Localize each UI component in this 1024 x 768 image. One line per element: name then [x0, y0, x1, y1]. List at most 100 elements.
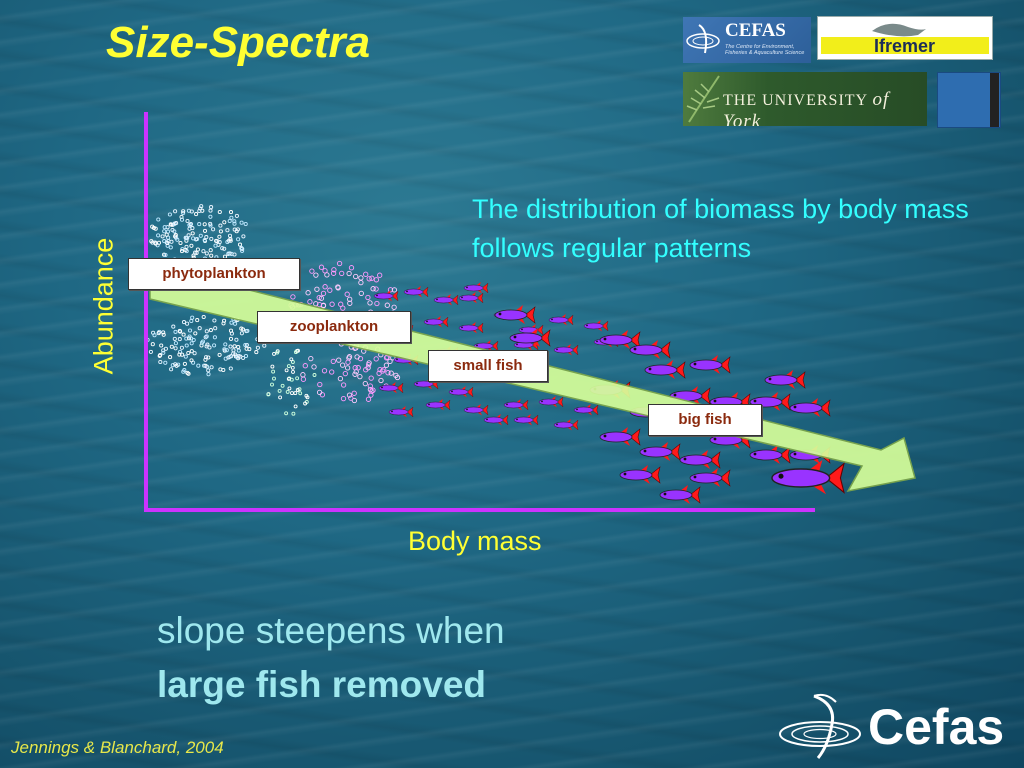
york-logo-name: THE UNIVERSITY of York	[723, 89, 927, 126]
phytoplankton-dot	[168, 222, 173, 227]
phytoplankton-dot	[217, 234, 222, 239]
phytoplankton-dot	[228, 238, 233, 243]
phytoplankton-dot	[172, 229, 177, 234]
phytoplankton-dot	[197, 326, 202, 331]
phytoplankton-dot	[225, 228, 230, 233]
phytoplankton-dot	[212, 335, 217, 340]
phytoplankton-dot	[150, 224, 155, 229]
phytoplankton-dot	[189, 243, 194, 248]
zooplankton-dot	[300, 372, 306, 378]
citation: Jennings & Blanchard, 2004	[11, 738, 224, 757]
big-fish-label: big fish	[648, 404, 762, 436]
big-fish	[639, 442, 681, 461]
phytoplankton-label: phytoplankton	[128, 258, 300, 290]
phytoplankton-dot	[191, 236, 196, 241]
phytoplankton-dot	[211, 227, 216, 232]
phytoplankton-dot	[295, 388, 300, 392]
phytoplankton-dot	[204, 355, 209, 360]
phytoplankton-dot	[196, 363, 201, 368]
phytoplankton-dot	[209, 205, 214, 210]
zooplankton-dot	[378, 377, 384, 384]
small-fish	[553, 419, 579, 431]
description-text: The distribution of biomass by body mass…	[472, 194, 969, 263]
zooplankton-dot	[387, 287, 394, 293]
small-fish	[448, 386, 474, 398]
phytoplankton-dot	[284, 368, 289, 373]
phytoplankton-dot	[226, 355, 231, 360]
zooplankton-dot	[377, 272, 383, 278]
phytoplankton-dot	[188, 221, 193, 227]
big-fish	[644, 360, 686, 379]
phytoplankton-dot	[181, 209, 186, 214]
zooplankton-dot	[347, 296, 353, 302]
phytoplankton-dot	[303, 401, 308, 406]
zooplankton-dot	[355, 365, 361, 371]
ifremer-yellow-bar	[821, 37, 989, 54]
zooplankton-dot	[358, 275, 364, 281]
phytoplankton-dot	[202, 363, 207, 368]
phytoplankton-dot	[228, 344, 233, 349]
phytoplankton-dot	[202, 238, 207, 243]
phytoplankton-dot	[168, 245, 173, 250]
phytoplankton-dot	[179, 345, 184, 350]
phytoplankton-dot	[208, 214, 213, 219]
small-fish	[583, 320, 609, 332]
zooplankton-dot	[381, 366, 387, 373]
phytoplankton-dot	[237, 242, 243, 247]
big-fish	[599, 330, 641, 349]
phytoplankton-dot	[243, 342, 248, 348]
zooplankton-dot	[339, 270, 345, 277]
zooplankton-dot	[369, 275, 375, 281]
phytoplankton-dot	[228, 366, 233, 371]
small-fish	[463, 404, 489, 416]
small-fish	[548, 314, 574, 326]
phytoplankton-dot	[156, 217, 161, 222]
phytoplankton-dot	[208, 223, 213, 228]
phytoplankton-dot	[239, 220, 244, 225]
zooplankton-dot	[319, 392, 326, 398]
zooplankton-dot	[358, 279, 364, 286]
zooplankton-dots	[288, 260, 401, 404]
zooplankton-dot	[391, 287, 398, 293]
phytoplankton-dot	[189, 349, 194, 354]
phytoplankton-dot	[254, 350, 259, 355]
phytoplankton-dot	[244, 342, 249, 348]
phytoplankton-dot	[207, 345, 212, 350]
zooplankton-dot	[309, 268, 315, 274]
small-fish	[473, 340, 499, 352]
zooplankton-dot	[363, 367, 369, 373]
phytoplankton-dot	[182, 361, 187, 366]
phytoplankton-dot	[221, 321, 226, 326]
phytoplankton-dot	[193, 331, 198, 336]
phytoplankton-dot	[221, 367, 226, 373]
big-fish	[509, 328, 551, 347]
phytoplankton-dot	[231, 348, 236, 353]
phytoplankton-dot	[185, 321, 190, 326]
phytoplankton-dot	[181, 369, 186, 374]
phytoplankton-dot	[161, 350, 166, 355]
phytoplankton-dot	[236, 348, 241, 353]
zooplankton-dot	[391, 304, 397, 310]
phytoplankton-dot	[200, 339, 206, 344]
phytoplankton-dot	[193, 250, 198, 255]
phytoplankton-dot	[305, 395, 310, 400]
zooplankton-dot	[370, 387, 376, 393]
zooplankton-dot	[367, 383, 373, 389]
phytoplankton-dot	[179, 249, 185, 254]
zooplankton-dot	[340, 305, 346, 311]
phytoplankton-dot	[290, 365, 295, 370]
phytoplankton-dot	[295, 376, 300, 381]
phytoplankton-dot	[203, 363, 208, 368]
small-fish	[403, 286, 429, 298]
small-fish	[463, 282, 489, 294]
phytoplankton-dot	[178, 240, 183, 246]
phytoplankton-dot	[177, 328, 182, 333]
phytoplankton-dot	[239, 331, 244, 336]
phytoplankton-dot	[204, 251, 209, 256]
zooplankton-dot	[357, 373, 363, 380]
phytoplankton-dot	[290, 391, 294, 396]
phytoplankton-dot	[181, 320, 187, 325]
zooplankton-dot	[385, 370, 391, 376]
phytoplankton-dot	[236, 237, 241, 242]
